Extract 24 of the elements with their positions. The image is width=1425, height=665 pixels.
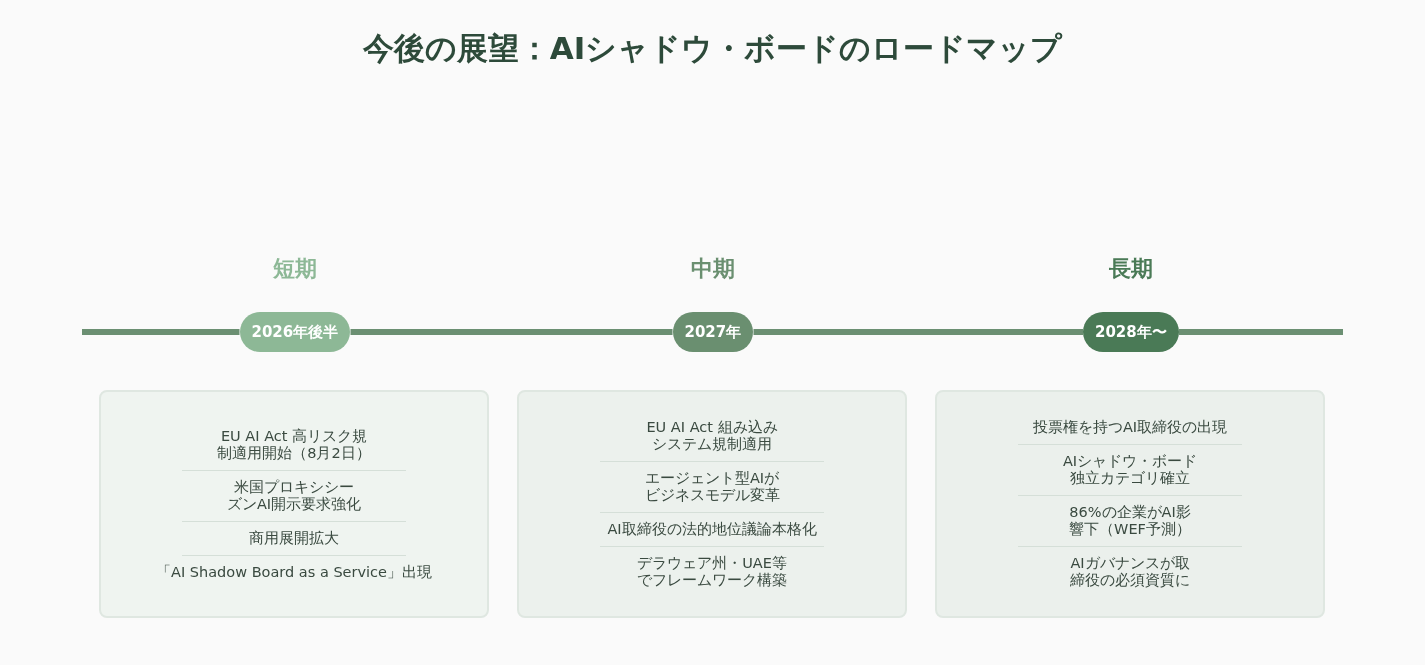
- milestone-text: EU AI Act 組み込みシステム規制適用: [645, 419, 779, 453]
- milestone-text: 86%の企業がAI影響下（WEF予測）: [1068, 504, 1192, 538]
- timeline-line: [753, 329, 1083, 335]
- milestone-card: [99, 390, 489, 618]
- year-marker: 2027年: [672, 312, 754, 352]
- milestone-text: 「AI Shadow Board as a Service」出現: [156, 563, 432, 581]
- milestone-text: AIシャドウ・ボード独立カテゴリ確立: [1061, 453, 1199, 487]
- year-marker: 2028年〜: [1083, 312, 1179, 352]
- phase-heading: 長期: [1108, 255, 1154, 283]
- year-marker: 2026年後半: [239, 312, 351, 352]
- milestone-text: デラウェア州・UAE等でフレームワーク構築: [636, 555, 788, 589]
- milestone-text: エージェント型AIがビジネスモデル変革: [643, 470, 781, 504]
- milestone-text: AIガバナンスが取締役の必須資質に: [1069, 555, 1191, 589]
- milestone-card: [517, 390, 907, 618]
- milestone-text: 商用展開拡大: [249, 529, 339, 547]
- milestone-text: 投票権を持つAI取締役の出現: [1032, 419, 1228, 436]
- phase-heading: 短期: [272, 255, 318, 283]
- milestone-text: AI取締役の法的地位議論本格化: [607, 521, 817, 538]
- timeline-line: [350, 329, 673, 335]
- milestone-card: [935, 390, 1325, 618]
- milestone-text: EU AI Act 高リスク規制適用開始（8月2日）: [216, 427, 372, 462]
- milestone-text: 米国プロキシシーズンAI開示要求強化: [225, 478, 363, 513]
- diagram-title: 今後の展望：AIシャドウ・ボードのロードマップ: [361, 29, 1064, 68]
- phase-heading: 中期: [690, 255, 736, 283]
